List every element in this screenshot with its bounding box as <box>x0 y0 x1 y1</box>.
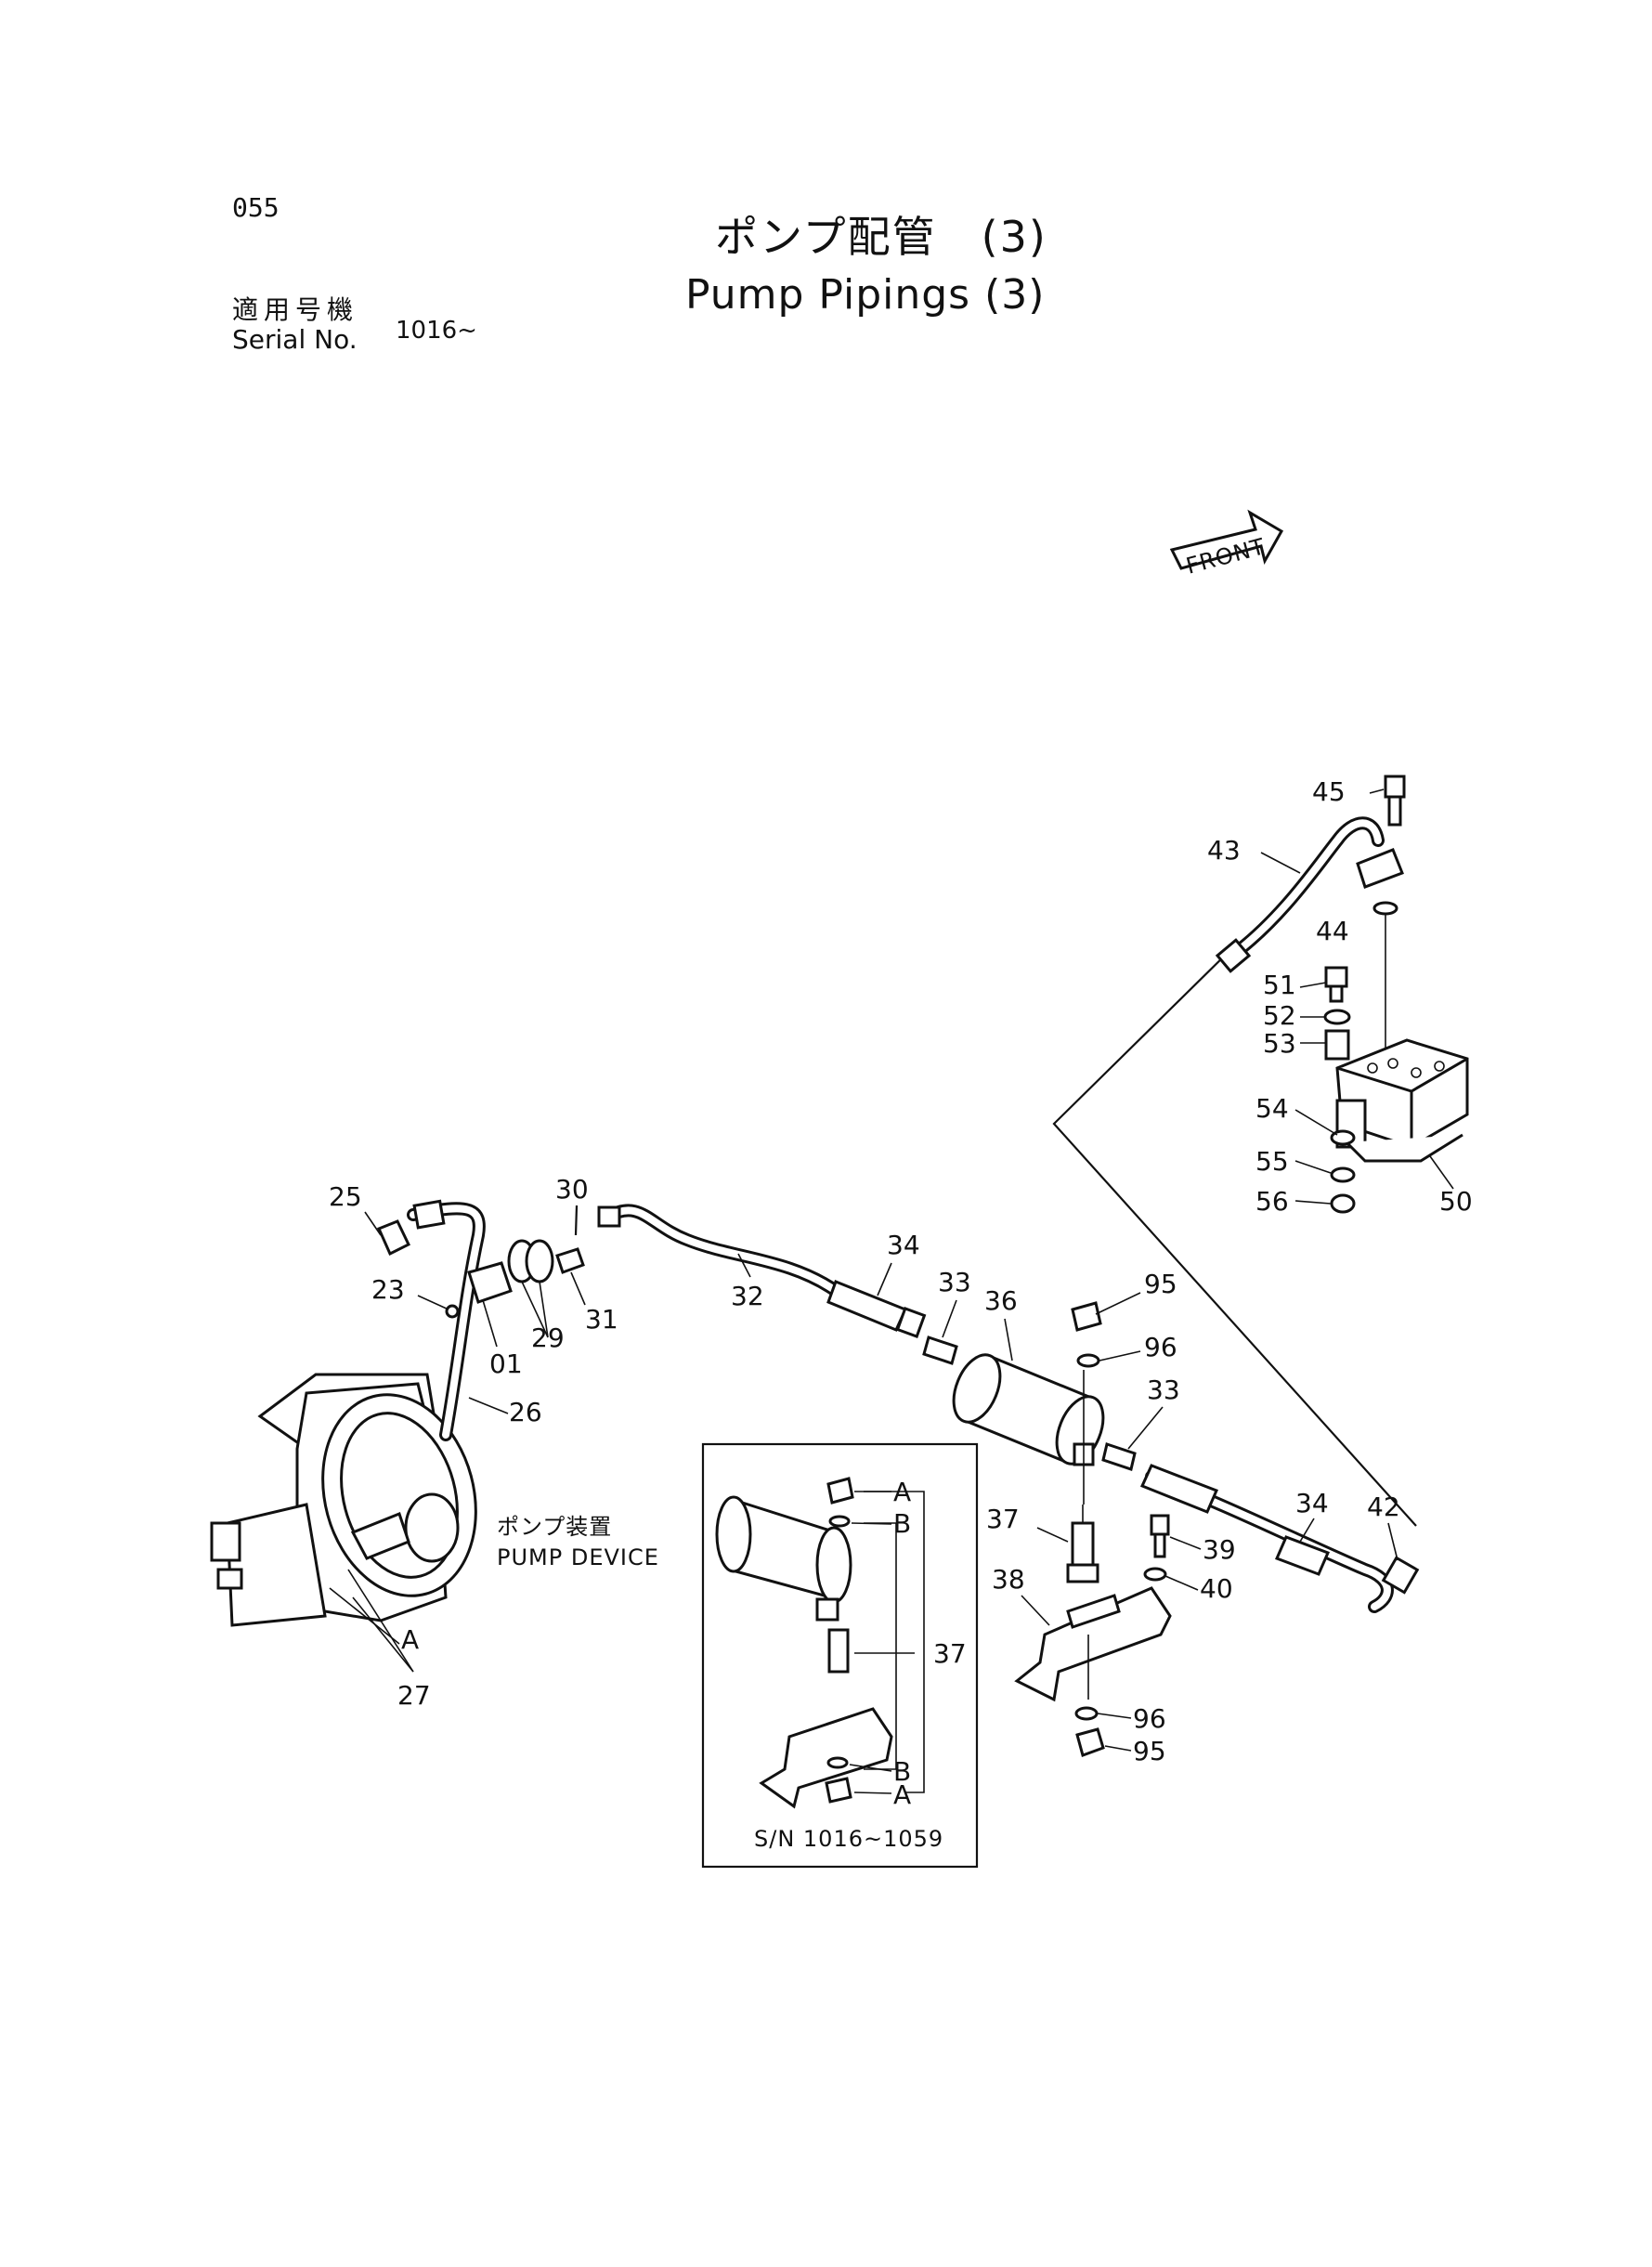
part-label-30: 30 <box>555 1174 589 1205</box>
part-label-33: 33 <box>938 1267 971 1297</box>
inset-nut-icon <box>826 1477 854 1505</box>
part-label-96: 96 <box>1144 1332 1177 1362</box>
inset-caption: S/N 1016~1059 <box>754 1826 943 1852</box>
guide-line <box>1052 942 1417 1527</box>
part-label-31: 31 <box>585 1304 618 1335</box>
washer-96-icon <box>1076 1353 1100 1368</box>
front-arrow-icon: FRONT <box>1169 509 1284 580</box>
inset-mount-icon <box>827 1628 850 1674</box>
part-label-34b: 34 <box>1295 1488 1329 1518</box>
part-label-33b: 33 <box>1147 1375 1180 1405</box>
inset-bracket-icon <box>759 1707 893 1809</box>
bracket-38-icon <box>1014 1586 1172 1702</box>
device-label-jp: ポンプ装置 <box>497 1514 612 1540</box>
washer-40-icon <box>1143 1567 1167 1582</box>
bolt-39-icon <box>1150 1514 1170 1536</box>
nut-95b-icon <box>1075 1727 1105 1757</box>
page-title-en: Pump Pipings (3) <box>685 271 1046 319</box>
part-label-56: 56 <box>1255 1186 1289 1217</box>
part-label-40: 40 <box>1200 1573 1233 1604</box>
part-label-43: 43 <box>1207 835 1241 866</box>
inset-label-a-top: A <box>893 1477 911 1507</box>
washer-52-icon <box>1323 1009 1351 1025</box>
part-label-37: 37 <box>986 1504 1020 1534</box>
inset-label-b-bottom: B <box>893 1756 911 1787</box>
part-label-27: 27 <box>397 1680 431 1711</box>
page-number: 055 <box>232 192 280 223</box>
block-01-icon <box>467 1261 513 1304</box>
part-label-01: 01 <box>489 1348 523 1379</box>
part-label-26: 26 <box>509 1397 542 1427</box>
hose-34b <box>1139 1464 1420 1613</box>
serial-value: 1016~ <box>396 317 477 345</box>
filter-36-icon <box>952 1353 1105 1466</box>
part-label-34: 34 <box>887 1230 920 1260</box>
bolt-51-icon <box>1324 966 1348 988</box>
flange-29b-icon <box>525 1239 554 1283</box>
inset-box <box>701 1442 979 1869</box>
inset-label-b-top: B <box>893 1508 911 1539</box>
part-label-29: 29 <box>531 1322 565 1353</box>
part-label-95b: 95 <box>1133 1736 1166 1766</box>
page-title-jp: ポンプ配管 (3) <box>715 212 1047 262</box>
part-label-54: 54 <box>1255 1093 1289 1124</box>
serial-label-en: Serial No. <box>232 324 358 355</box>
o-ring-44-icon <box>1372 901 1398 916</box>
part-label-25: 25 <box>329 1181 362 1212</box>
part-label-38: 38 <box>992 1564 1025 1595</box>
nut-56-icon <box>1330 1193 1356 1214</box>
inset-washer-b-icon <box>826 1756 849 1769</box>
part-label-95: 95 <box>1144 1269 1177 1299</box>
part-label-36: 36 <box>984 1285 1018 1316</box>
leader-lines <box>329 788 1454 1794</box>
part-label-32: 32 <box>731 1281 764 1311</box>
inset-label-a-bottom: A <box>893 1779 911 1810</box>
part-label-42: 42 <box>1367 1492 1400 1522</box>
part-label-51: 51 <box>1263 970 1296 1000</box>
bolt-45-icon <box>1384 775 1406 827</box>
inset-nut-b-icon <box>825 1777 852 1804</box>
pipe-43 <box>1215 816 1404 973</box>
washer-96b-icon <box>1074 1706 1099 1721</box>
washer-55-icon <box>1330 1166 1356 1183</box>
pin-30-icon <box>574 1205 579 1236</box>
part-label-a: A <box>401 1624 419 1655</box>
serial-label-jp: 適用号機 <box>232 294 359 325</box>
part-label-96b: 96 <box>1133 1703 1166 1734</box>
pump-device-icon <box>210 1373 477 1627</box>
fitting-33b-icon <box>1101 1442 1137 1471</box>
fitting-25-icon <box>376 1219 410 1257</box>
device-label-en: PUMP DEVICE <box>497 1544 659 1570</box>
inset-label-37: 37 <box>933 1638 967 1669</box>
valve-50-icon <box>1335 1038 1469 1163</box>
plug-53-icon <box>1324 1029 1350 1061</box>
part-label-53: 53 <box>1263 1028 1296 1059</box>
hose-32 <box>597 1204 927 1338</box>
part-label-44: 44 <box>1316 916 1349 946</box>
inset-washer-icon <box>828 1515 851 1528</box>
part-label-55: 55 <box>1255 1146 1289 1177</box>
bolt-31-icon <box>555 1247 585 1274</box>
nut-95-icon <box>1071 1301 1102 1332</box>
pipe-26 <box>407 1199 486 1441</box>
part-label-52: 52 <box>1263 1000 1296 1031</box>
bolt-39-shank <box>1153 1532 1166 1558</box>
part-label-50: 50 <box>1439 1186 1473 1217</box>
fitting-33-icon <box>922 1335 958 1365</box>
part-label-45: 45 <box>1312 776 1346 807</box>
bolt-51-shank <box>1329 984 1344 1003</box>
part-label-39: 39 <box>1203 1534 1236 1565</box>
mount-37-icon <box>1066 1505 1099 1583</box>
o-ring-23-icon <box>445 1304 460 1319</box>
part-label-23: 23 <box>371 1274 405 1305</box>
inset-filter-icon <box>715 1495 852 1622</box>
